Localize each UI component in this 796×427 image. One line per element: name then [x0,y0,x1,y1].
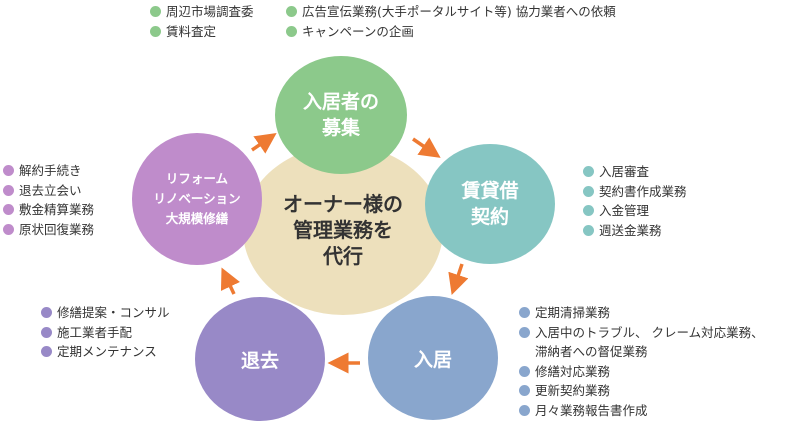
bullet-dot [41,307,52,318]
stage-move-out: 退去 [195,297,325,421]
contract-list: 入居審査 契約書作成業務 入金管理 週送金業務 [583,162,687,240]
stage-recruit-label: 入居者の 募集 [302,91,379,139]
list-item: 解約手続き [3,161,94,181]
list-item: 退去立会い [3,181,94,201]
list-item: 契約書作成業務 [583,182,687,202]
list-item: 入居審査 [583,162,687,182]
bullet-dot [519,326,530,338]
move-in-list: 定期清掃業務 入居中のトラブル、 クレーム対応業務、 滞納者への督促業務 修繕対… [519,303,764,420]
list-item: 周辺市場調査委 [150,2,254,22]
bullet-dot [41,346,52,357]
stage-reform: リフォーム リノベーション 大規模修繕 [132,133,262,265]
bullet-dot [150,25,161,37]
bullet-dot [583,166,594,177]
stage-reform-label: リフォーム リノベーション 大規模修繕 [153,171,241,226]
list-item: 敷金精算業務 [3,200,94,220]
list-item: 滞納者への督促業務 [535,344,648,359]
bullet-dot [150,6,161,17]
stage-contract: 賃貸借 契約 [425,144,555,264]
list-item: 広告宣伝業務(大手ポータルサイト等) 協力業者への依頼 [286,2,616,22]
stage-contract-label: 賃貸借 契約 [461,180,519,228]
bullet-dot [3,223,14,235]
stage-move-out-label: 退去 [240,349,279,372]
bullet-dot [583,224,594,236]
arrow-contract-to-move-in [448,263,469,295]
stage-recruit: 入居者の 募集 [275,56,407,174]
arrow-move-out-to-reform [220,267,240,295]
stage-move-in-label: 入居 [413,348,452,371]
list-item: キャンペーンの企画 [286,22,616,42]
bullet-dot [519,307,530,318]
bullet-dot [519,365,530,377]
center-label: オーナー様の 管理業務を 代行 [283,192,403,268]
list-item: 入居中のトラブル、 クレーム対応業務、 [519,323,764,343]
arrow-reform-to-recruit [251,133,277,154]
bullet-dot [3,184,14,196]
arrow-recruit-to-contract [412,137,441,158]
recruit-left-list: 周辺市場調査委 賃料査定 [150,2,254,41]
list-item: 修繕対応業務 [519,362,764,382]
reform-list: 解約手続き 退去立会い 敷金精算業務 原状回復業務 [3,161,94,239]
bullet-dot [519,385,530,396]
bullet-dot [583,205,594,216]
list-item: 修繕提案・コンサル [41,303,170,323]
bullet-dot [519,404,530,416]
list-item: 入金管理 [583,201,687,221]
stage-move-in: 入居 [368,296,498,420]
list-item: 賃料査定 [150,22,254,42]
list-item: 施工業者手配 [41,323,170,343]
bullet-dot [583,185,594,197]
bullet-dot [41,326,52,338]
list-item: 月々業務報告書作成 [519,401,764,421]
list-item: 更新契約業務 [519,381,764,401]
list-item: 定期清掃業務 [519,303,764,323]
bullet-dot [286,6,297,17]
bullet-dot [3,165,14,176]
bullet-dot [3,204,14,215]
list-item: 定期メンテナンス [41,342,170,362]
bullet-dot [286,25,297,37]
list-item: 週送金業務 [583,221,687,241]
move-out-list: 修繕提案・コンサル 施工業者手配 定期メンテナンス [41,303,170,362]
recruit-right-list: 広告宣伝業務(大手ポータルサイト等) 協力業者への依頼 キャンペーンの企画 [286,2,616,41]
list-item: 原状回復業務 [3,220,94,240]
